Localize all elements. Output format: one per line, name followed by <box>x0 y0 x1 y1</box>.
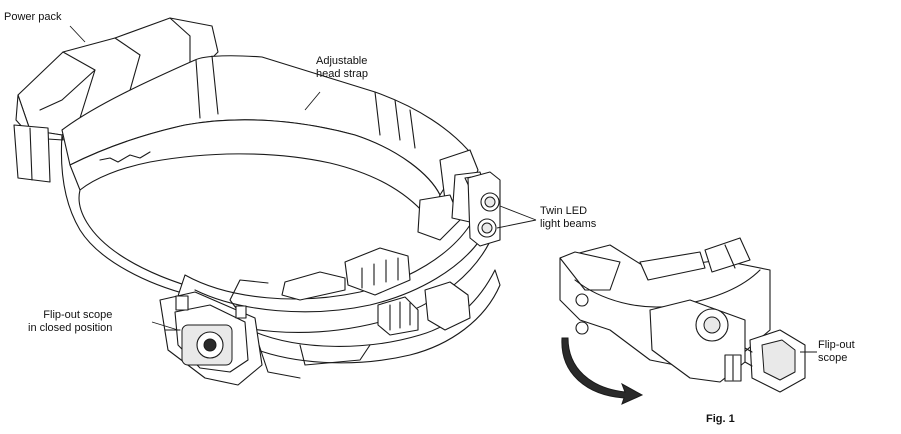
rotation-arrow <box>561 337 644 405</box>
scope-closed-label: Flip-out scope in closed position <box>28 309 113 334</box>
scope-open-label: Flip-out scope <box>818 339 855 364</box>
led-lights-main <box>467 171 501 247</box>
inset-scope-detail <box>559 237 806 405</box>
figure-caption: Fig. 1 <box>706 413 735 425</box>
leader-lines <box>69 25 817 353</box>
head-strap-label: Adjustable head strap <box>316 55 368 80</box>
head-strap <box>60 55 469 296</box>
power-pack <box>13 17 219 183</box>
led-beams-label: Twin LED light beams <box>540 205 597 230</box>
scope-closed <box>159 291 263 386</box>
main-headset <box>13 17 501 386</box>
power-pack-label: Power pack <box>4 11 62 23</box>
